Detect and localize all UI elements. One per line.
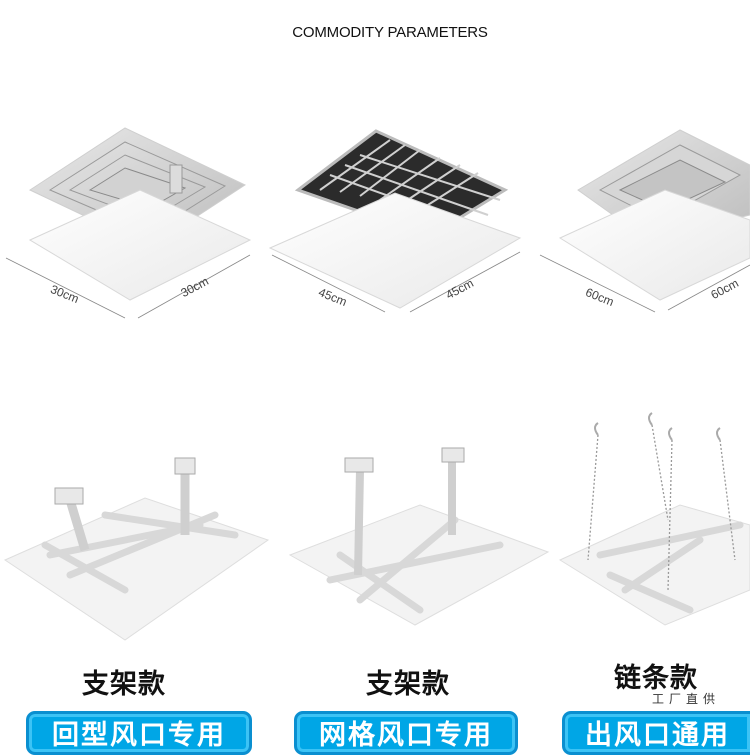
banner-ring-vent: 回型风口专用 (26, 711, 252, 755)
panel-30cm (5, 127, 252, 319)
mount-bracket-2 (288, 447, 550, 626)
watermark-text: 工厂直供 (652, 692, 721, 706)
page-title: COMMODITY PARAMETERS (292, 24, 488, 41)
mount-chain (558, 412, 750, 626)
banner-grid-vent: 网格风口专用 (294, 711, 518, 755)
mount-bracket-1 (3, 457, 270, 641)
mount-label: 支架款 (82, 669, 166, 700)
mount-label: 链条款 (614, 663, 698, 694)
mount-label: 支架款 (366, 669, 450, 700)
panel-45cm (268, 129, 522, 313)
banner-universal: 出风口通用 (562, 711, 750, 755)
panel-60cm (539, 129, 750, 313)
